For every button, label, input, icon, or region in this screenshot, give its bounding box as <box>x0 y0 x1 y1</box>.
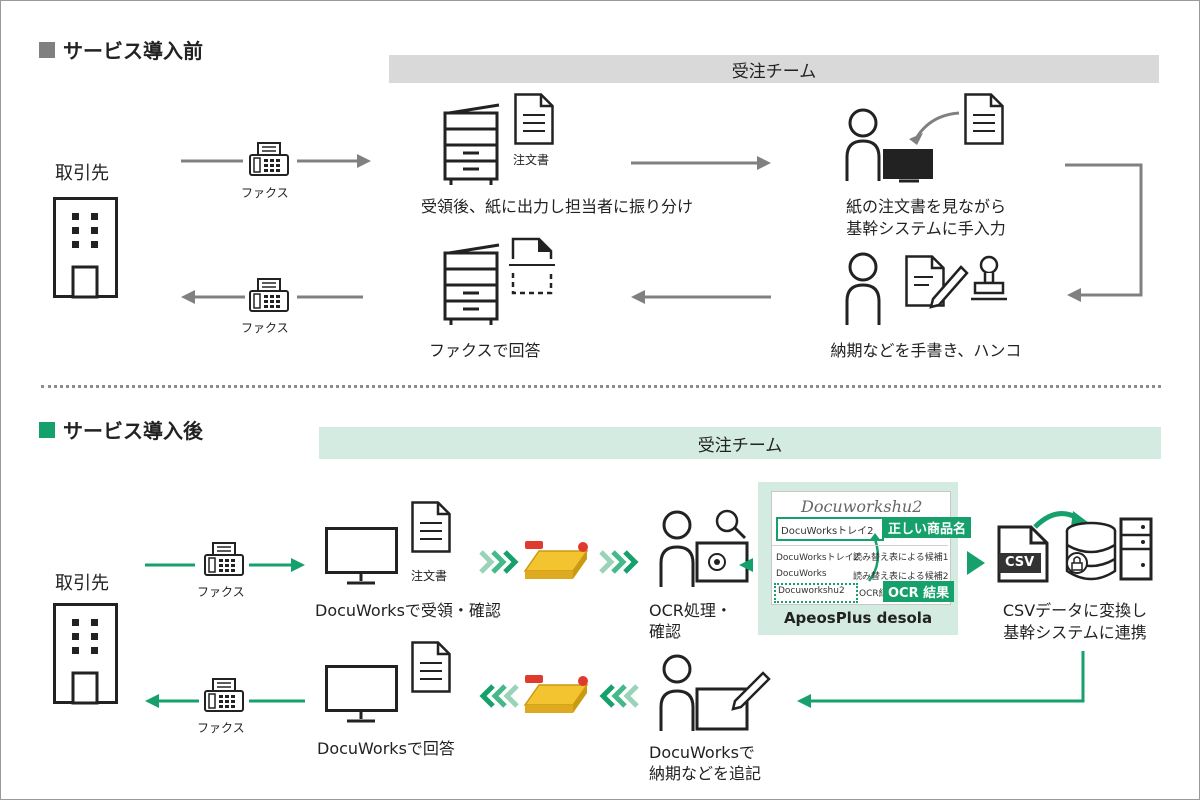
monitor-icon-after-bottom <box>325 665 398 723</box>
dashed-doc-icon <box>509 237 555 295</box>
arrow-fax-in-after <box>145 558 305 572</box>
team-band-before: 受注チーム <box>389 55 1159 83</box>
building-icon-before <box>53 197 118 299</box>
team-band-after: 受注チーム <box>319 427 1161 459</box>
partner-label-before: 取引先 <box>55 163 109 184</box>
arrow-person-to-print <box>631 290 771 304</box>
fax-icon-before-out <box>249 278 289 312</box>
tray-icon-bottom <box>523 675 589 713</box>
ocr-row3a: DocuWorks <box>776 569 827 579</box>
step2-label-before-line1: 紙の注文書を見ながら <box>845 197 1006 216</box>
printer-icon-before-top <box>443 103 500 185</box>
partner-label-after: 取引先 <box>55 573 109 594</box>
printer-icon-before-bottom <box>443 243 500 325</box>
chevron-left-icon-2 <box>479 684 519 708</box>
team-band-before-label: 受注チーム <box>731 61 817 82</box>
step1-label-before: 受領後、紙に出力し担当者に振り分け <box>421 197 694 216</box>
fax-label-after-in: ファクス <box>197 585 245 599</box>
document-icon-before-person <box>964 93 1004 145</box>
ocr-brand-label: ApeosPlus desola <box>783 609 933 627</box>
section-before-title: サービス導入前 <box>39 35 203 64</box>
csv-file-icon <box>997 525 1049 583</box>
ocr-row2b: 読み替え表による候補1 <box>853 553 949 563</box>
tray-icon-top <box>523 541 589 579</box>
arrow-fax-out-before <box>181 290 363 304</box>
server-icon <box>1119 517 1153 581</box>
fax-label-before-out: ファクス <box>241 321 289 335</box>
section-divider <box>41 385 1161 388</box>
chevron-right-icon-2 <box>599 550 639 574</box>
section-after-title: サービス導入後 <box>39 415 203 444</box>
order-doc-label-before: 注文書 <box>513 153 550 167</box>
step4-label-after-line2: 納期などを追記 <box>649 764 762 783</box>
ocr-row1-box <box>776 517 884 541</box>
section-after-title-text: サービス導入後 <box>63 419 203 443</box>
step2-label-after-line1: OCR処理・ <box>649 601 732 620</box>
step1-label-after: DocuWorksで受領・確認 <box>315 601 501 620</box>
ocr-handwriting: Docuworkshu2 <box>801 497 923 516</box>
ocr-tag-correct: 正しい商品名 <box>883 517 972 538</box>
arrow-print-to-person <box>631 156 771 170</box>
arrow-right-triangle-icon <box>967 551 985 575</box>
step3-label-after-line2: 基幹システムに連携 <box>1003 623 1147 642</box>
chevron-right-icon-1 <box>479 550 519 574</box>
section-before-title-text: サービス導入前 <box>63 39 203 63</box>
fax-label-before-in: ファクス <box>241 186 289 200</box>
ocr-row4a: Docuworkshu2 <box>778 586 845 596</box>
ocr-table-rule-1 <box>772 545 948 546</box>
ocr-row2a: DocuWorksトレイ2 <box>776 553 860 563</box>
stamp-icon <box>971 255 1007 301</box>
gray-square-icon <box>39 41 55 58</box>
connector-before-right <box>1065 163 1143 302</box>
step5-label-after: DocuWorksで回答 <box>317 739 455 758</box>
fax-label-after-out: ファクス <box>197 721 245 735</box>
database-icon <box>1065 521 1117 581</box>
order-doc-label-after: 注文書 <box>411 569 448 583</box>
connector-after-right <box>797 651 1085 708</box>
document-icon-after-reply <box>411 641 451 693</box>
document-icon-before-order <box>514 93 554 145</box>
step3-label-before: 納期などを手書き、ハンコ <box>830 341 1022 360</box>
person-ocr-icon <box>659 509 749 587</box>
person-pc-icon-before <box>845 108 933 183</box>
step2-label-before-line2: 基幹システムに手入力 <box>846 219 1006 238</box>
arrow-left-small-icon <box>739 558 753 572</box>
curved-arrow-icon-before <box>909 111 960 145</box>
ocr-row4b: OCR結果 <box>859 589 897 599</box>
ocr-row3b: 読み替え表による候補2 <box>853 572 949 582</box>
step4-label-before: ファクスで回答 <box>429 341 541 360</box>
green-square-icon <box>39 421 55 438</box>
chevron-left-icon-1 <box>599 684 639 708</box>
fax-icon-before-in <box>249 142 289 176</box>
ocr-row4-box <box>774 583 858 603</box>
step2-label-after-line2: 確認 <box>649 622 682 641</box>
step3-label-after-line1: CSVデータに変換し <box>1002 601 1148 620</box>
handwriting-doc-icon <box>905 255 969 309</box>
arrow-fax-out-after <box>145 694 305 708</box>
person-edit-icon <box>659 654 771 731</box>
step4-label-after-line1: DocuWorksで <box>649 743 755 762</box>
team-band-after-label: 受注チーム <box>697 435 783 456</box>
ocr-curved-arrow-icon <box>867 533 881 582</box>
csv-file-label: CSV <box>1005 555 1035 570</box>
arrow-fax-in-before <box>181 154 371 168</box>
ocr-row1-text: DocuWorksトレイ2 <box>781 526 874 537</box>
document-icon-after-order <box>411 501 451 553</box>
fax-icon-after-out <box>204 678 244 712</box>
ocr-tag-result: OCR 結果 <box>883 581 955 602</box>
fax-icon-after-in <box>204 542 244 576</box>
person-icon-before-stamp <box>845 252 881 325</box>
building-icon-after <box>53 603 118 705</box>
monitor-icon-after-top <box>325 527 398 585</box>
